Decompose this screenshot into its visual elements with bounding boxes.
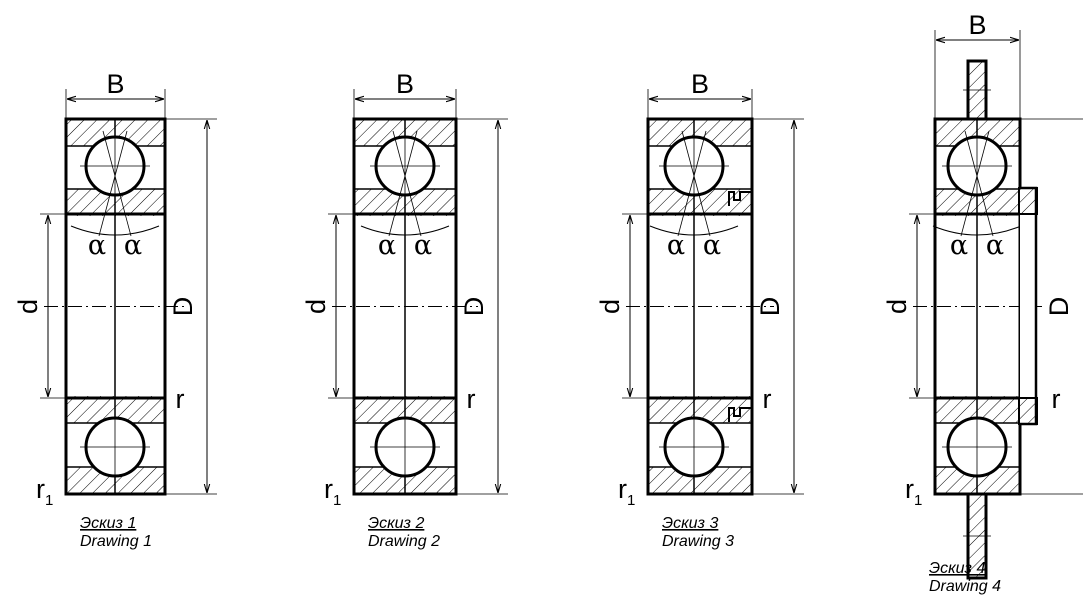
angle-arc — [360, 225, 450, 236]
contact-line — [677, 130, 707, 237]
radius-r1-subscript: 1 — [914, 492, 922, 509]
radius-r1-subscript: 1 — [45, 492, 53, 509]
dim-d-label: d — [882, 299, 912, 314]
alpha-label-right: α — [703, 230, 721, 261]
shoulder-hatch — [1018, 187, 1038, 215]
angle-arc — [649, 225, 739, 236]
angle-arc — [932, 225, 1022, 236]
contact-line — [388, 130, 418, 237]
radius-r1-label: r1 — [324, 474, 341, 509]
caption-ru: Эскиз 4 — [929, 560, 985, 577]
radius-r-label: r — [1052, 384, 1061, 414]
dim-b-label: B — [691, 69, 709, 99]
radius-r-label: r — [176, 384, 185, 414]
alpha-label-right: α — [124, 230, 142, 261]
shoulder-hatch — [1018, 397, 1038, 425]
dim-D-label: D — [755, 297, 785, 317]
alpha-label-left: α — [88, 230, 106, 261]
contact-line — [102, 130, 132, 237]
caption-en: Drawing 4 — [929, 578, 1001, 595]
contact-line — [98, 130, 128, 237]
radius-r1-label: r1 — [618, 474, 635, 509]
snap-groove — [728, 407, 752, 422]
alpha-label-left: α — [378, 230, 396, 261]
radius-r-label: r — [763, 384, 772, 414]
snap-groove — [728, 191, 752, 206]
caption-ru: Эскиз 1 — [80, 515, 136, 532]
contact-line — [964, 130, 994, 237]
radius-r-label: r — [467, 384, 476, 414]
radius-r1-label: r1 — [905, 474, 922, 509]
dim-D-label: D — [459, 297, 489, 317]
dim-d-label: d — [301, 299, 331, 314]
angle-arc — [70, 225, 160, 236]
caption-ru: Эскиз 2 — [368, 515, 424, 532]
dim-D-label: D — [168, 297, 198, 317]
contact-line — [681, 130, 711, 237]
radius-r1-subscript: 1 — [627, 492, 635, 509]
shoulder — [1020, 186, 1038, 426]
contact-line — [960, 130, 990, 237]
alpha-label-right: α — [986, 230, 1004, 261]
dim-b-label: B — [396, 69, 414, 99]
caption-en: Drawing 3 — [662, 533, 734, 550]
dim-d-label: d — [13, 299, 43, 314]
alpha-label-right: α — [414, 230, 432, 261]
contact-line — [392, 130, 422, 237]
caption-en: Drawing 2 — [368, 533, 440, 550]
dim-b-label: B — [106, 69, 124, 99]
caption-en: Drawing 1 — [80, 533, 152, 550]
alpha-label-left: α — [950, 230, 968, 261]
dim-d-label: d — [595, 299, 625, 314]
dim-b-label: B — [968, 10, 986, 40]
radius-r1-label: r1 — [36, 474, 53, 509]
radius-r1-subscript: 1 — [333, 492, 341, 509]
caption-ru: Эскиз 3 — [662, 515, 718, 532]
alpha-label-left: α — [667, 230, 685, 261]
dim-D-label: D — [1044, 297, 1074, 317]
